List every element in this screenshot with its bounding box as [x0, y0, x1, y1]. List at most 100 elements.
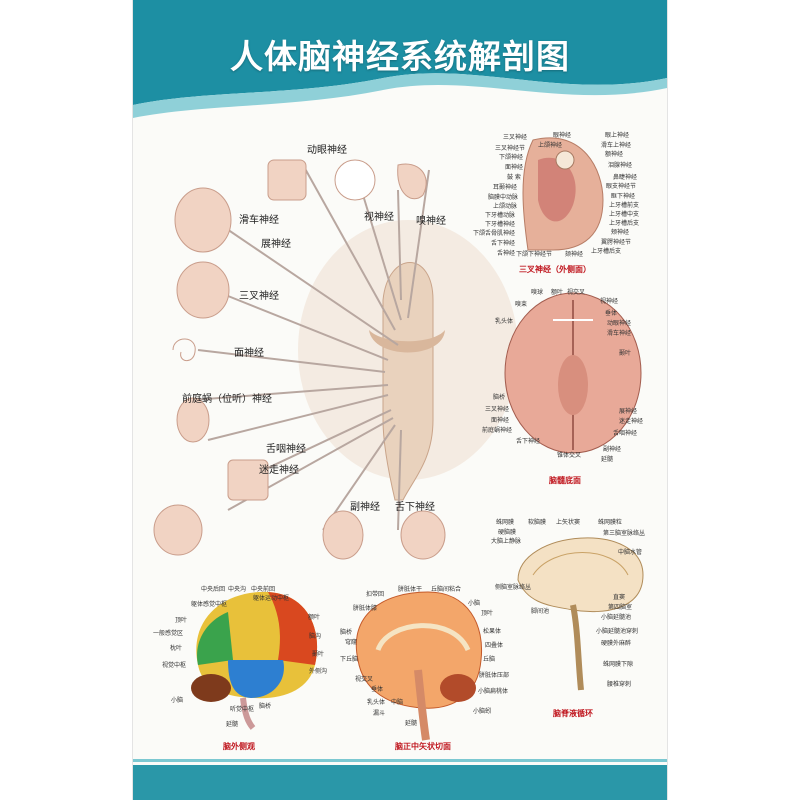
base-caption: 脑髓底面 — [549, 476, 581, 485]
label-fu: 副神经 — [350, 502, 380, 513]
lateral-label: 额叶 — [308, 614, 321, 621]
nose-sketch — [397, 163, 427, 200]
trigeminal-illustration — [522, 137, 604, 251]
csf-caption: 脑脊液循环 — [553, 709, 593, 718]
sagittal-label: 四叠体 — [485, 642, 504, 649]
sagittal-label: 脑桥 — [340, 629, 353, 636]
gut-sketch — [153, 504, 203, 556]
lateral-label: 视觉中枢 — [162, 662, 187, 669]
lateral-label: 延髓 — [226, 721, 239, 728]
lateral-label: 躯体感觉中枢 — [191, 601, 228, 608]
main-nerve-diagram — [153, 159, 518, 560]
lateral-label: 颞叶 — [312, 651, 325, 658]
csf-label: 蛛网膜 — [496, 519, 515, 526]
label-sheyan: 舌咽神经 — [266, 444, 306, 455]
sagittal-label: 丘脑间粘合 — [431, 586, 462, 593]
sagittal-label: 漏斗 — [373, 710, 386, 717]
csf-label: 蛛网膜下隙 — [603, 661, 634, 668]
trigeminal-label: 下颌神经 — [499, 154, 524, 161]
trigeminal-label: 鼻睫神经 — [613, 174, 638, 181]
base-label: 脑桥 — [493, 394, 506, 401]
trigeminal-label: 脑膜中动脉 — [488, 194, 519, 201]
csf-label: 侧脑室脉络丛 — [495, 584, 532, 591]
face-sketch — [176, 261, 230, 319]
csf-label: 第三脑室脉络丛 — [603, 530, 646, 537]
sagittal-label: 胼胝体干 — [398, 586, 423, 593]
label-qianting: 前庭蜗（位听）神经 — [182, 394, 272, 405]
base-label: 视交叉 — [567, 289, 586, 296]
nerve-lines — [192, 164, 430, 531]
lateral-brain-illustration — [191, 591, 318, 730]
base-label: 滑车神经 — [607, 330, 632, 337]
base-label: 乳头体 — [495, 318, 514, 325]
base-label: 舌下神经 — [516, 438, 541, 445]
trigeminal-label: 舌下神经 — [491, 240, 516, 247]
eyeball-sketch — [334, 159, 376, 201]
lateral-label: 听觉中枢 — [230, 706, 255, 713]
sagittal-label: 松果体 — [483, 628, 502, 635]
trigeminal-label: 眼支神经节 — [606, 183, 637, 190]
csf-label: 中脑水管 — [618, 549, 643, 556]
trigeminal-label: 面神经 — [505, 164, 524, 171]
base-label: 展神经 — [619, 408, 638, 415]
organ-sketches — [153, 159, 446, 560]
lateral-label: 脑桥 — [259, 703, 272, 710]
heart-sketch — [227, 459, 269, 501]
sagittal-caption: 脑正中矢状切面 — [395, 742, 451, 751]
csf-label: 第四脑室 — [608, 604, 633, 611]
head-eye-sketch — [174, 187, 232, 253]
poster: 人体脑神经系统解剖图 — [133, 0, 667, 800]
trigeminal-label: 三叉神经节 — [495, 145, 526, 152]
csf-label: 大脑上静脉 — [491, 538, 522, 545]
lateral-label: 中央沟 — [228, 586, 247, 593]
trigeminal-label: 耳颞神经 — [493, 184, 518, 191]
base-label: 副神经 — [603, 446, 622, 453]
csf-label: 直窦 — [613, 594, 626, 601]
label-huache: 滑车神经 — [239, 215, 279, 226]
csf-label: 小脑延髓池穿刺 — [596, 628, 639, 635]
trigeminal-label: 颏神经 — [565, 251, 584, 258]
page-title: 人体脑神经系统解剖图 — [230, 37, 570, 76]
trigeminal-label: 舌神经 — [497, 250, 516, 257]
lateral-label: 一般感觉区 — [153, 630, 184, 637]
trigeminal-label: 眶下神经 — [611, 193, 636, 200]
base-label: 锥体交叉 — [557, 452, 582, 459]
csf-label: 脚间池 — [531, 608, 550, 615]
csf-label: 小脑延髓池 — [601, 614, 632, 621]
base-label: 嗅球 — [531, 289, 544, 296]
label-mian: 面神经 — [234, 348, 264, 359]
sagittal-label: 顶叶 — [481, 610, 494, 617]
brain-base-illustration — [504, 292, 642, 454]
label-xiu: 嗅神经 — [416, 216, 446, 227]
trigeminal-label: 上牙槽前支 — [609, 202, 640, 209]
trigeminal-label: 下牙槽神经 — [485, 221, 516, 228]
label-mizou: 迷走神经 — [259, 465, 299, 476]
trigeminal-label: 鼓 索 — [507, 174, 521, 181]
trigeminal-label: 眼神经 — [553, 132, 572, 139]
sagittal-label: 丘脑 — [483, 656, 496, 663]
lateral-label: 枕叶 — [170, 645, 183, 652]
header-banner: 人体脑神经系统解剖图 — [133, 0, 667, 120]
base-label: 迷走神经 — [619, 418, 644, 425]
sagittal-label: 胼胝体压部 — [479, 672, 510, 679]
sagittal-label: 中脑 — [391, 699, 404, 706]
base-label: 动眼神经 — [607, 320, 632, 327]
lateral-label: 小脑 — [171, 697, 184, 704]
trigeminal-label: 额神经 — [605, 151, 624, 158]
trigeminal-label: 下颌舌骨肌神经 — [473, 230, 516, 237]
csf-label: 上矢状窦 — [556, 519, 581, 526]
csf-label: 硬脑膜 — [498, 529, 517, 536]
trigeminal-label: 泪腺神经 — [608, 162, 633, 169]
trigeminal-label: 颊神经 — [611, 229, 630, 236]
trigeminal-label: 滑车上神经 — [601, 142, 632, 149]
lateral-label: 躯体运动中枢 — [253, 595, 290, 602]
sagittal-label: 小脑扁桃体 — [478, 688, 509, 695]
lateral-label: 中央前回 — [251, 586, 276, 593]
trigeminal-label: 下颌下神经节 — [516, 251, 553, 258]
lateral-label: 外侧沟 — [309, 668, 328, 675]
csf-label: 蛛网膜粒 — [598, 519, 623, 526]
sagittal-label: 胼胝体膝 — [353, 605, 378, 612]
sagittal-illustration — [355, 591, 483, 741]
sagittal-label: 下丘脑 — [340, 656, 359, 663]
csf-label: 硬膜外麻醉 — [601, 640, 632, 647]
